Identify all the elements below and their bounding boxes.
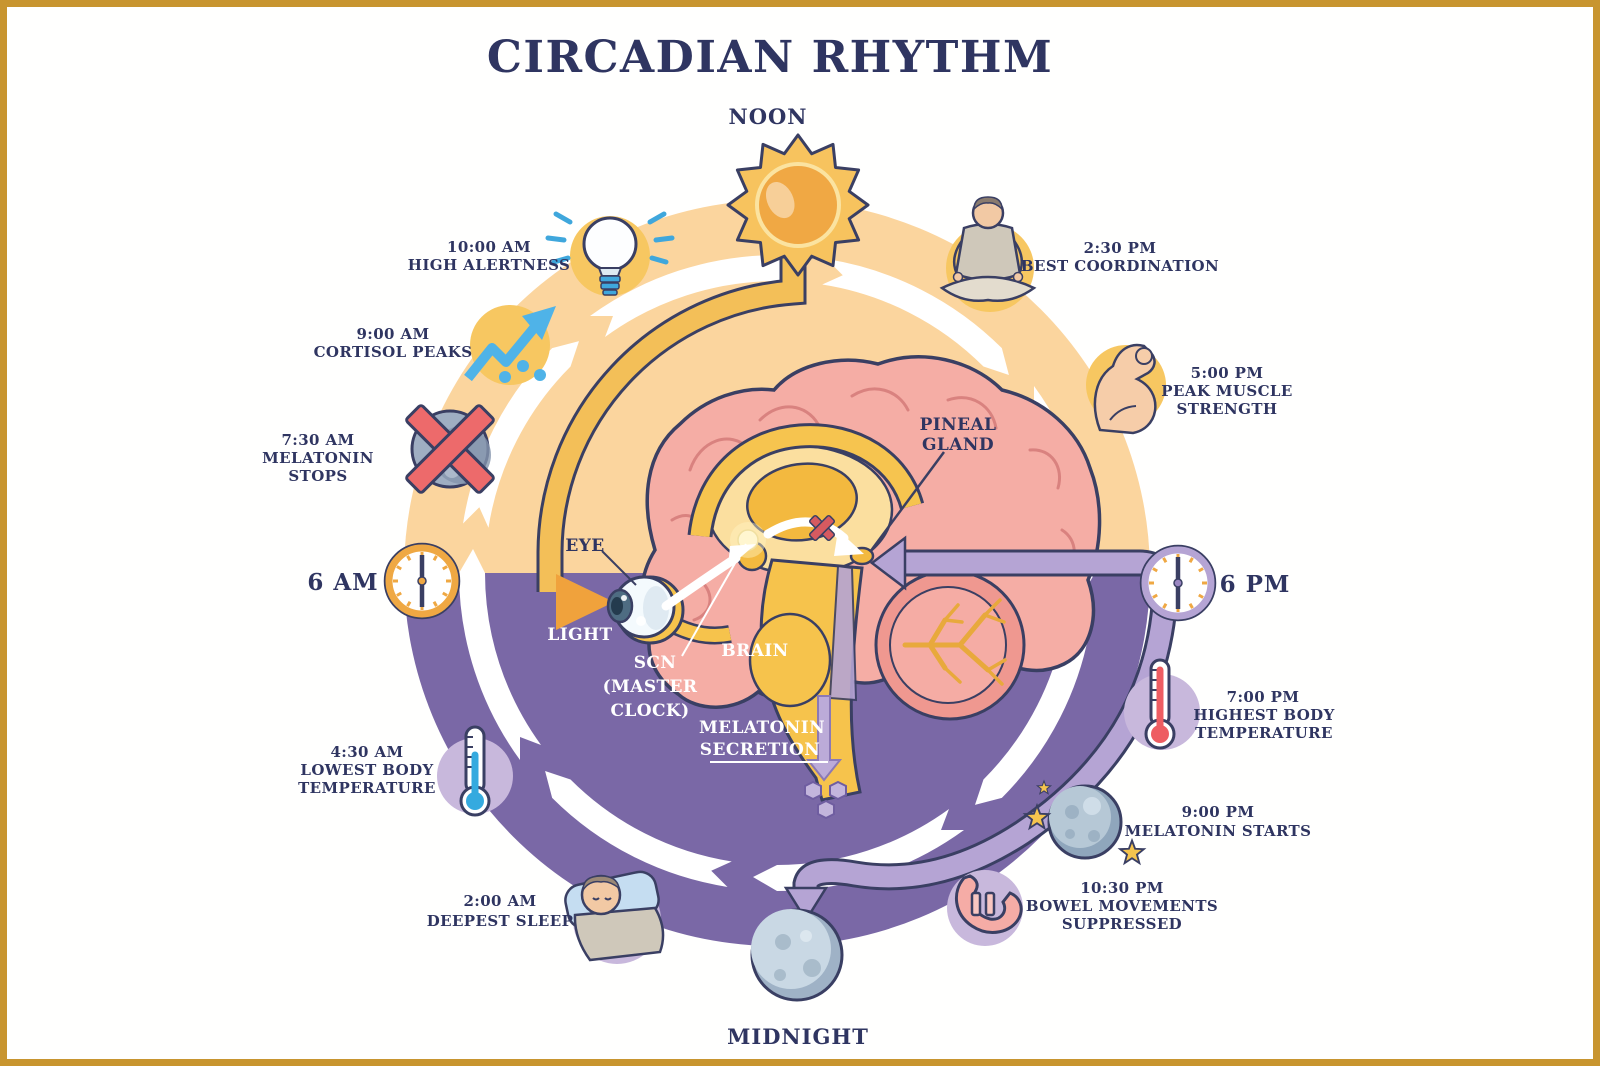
event-time: 4:30 AM — [330, 743, 403, 761]
pons — [748, 612, 832, 708]
event-label: PEAK MUSCLE — [1161, 382, 1292, 400]
brain-label: BRAIN — [721, 641, 788, 661]
event-time: 2:00 AM — [463, 892, 536, 910]
event-time: 9:00 AM — [356, 325, 429, 343]
scn-label-line2: (MASTER — [603, 677, 698, 697]
crossed-moon-icon — [405, 404, 495, 494]
event-time: 9:00 PM — [1182, 803, 1255, 821]
event-label: BOWEL MOVEMENTS — [1026, 897, 1218, 915]
event-label: CORTISOL PEAKS — [314, 343, 473, 361]
meditating-person-icon — [939, 196, 1037, 302]
pineal-gland-label-line1: PINEAL — [920, 415, 997, 435]
corpus-callosum — [690, 426, 922, 538]
lightbulb-icon — [545, 211, 675, 296]
event-highest-body-temp: 7:00 PM HIGHEST BODY TEMPERATURE — [1124, 658, 1334, 750]
event-high-alertness: 10:00 AM HIGH ALERTNESS — [408, 211, 675, 296]
arbor-vitae — [902, 598, 1007, 686]
scn-label-line1: SCN — [634, 653, 677, 673]
stars — [1022, 779, 1147, 866]
cold-thermometer-icon — [459, 725, 491, 817]
trend-up-arrow-icon — [464, 306, 556, 383]
eye-label: EYE — [565, 536, 604, 556]
event-melatonin-starts: 9:00 PM MELATONIN STARTS — [1022, 779, 1312, 866]
event-melatonin-stops: 7:30 AM MELATONIN STOPS — [262, 404, 495, 494]
pineal-arrowhead — [869, 535, 907, 591]
midnight-label: MIDNIGHT — [727, 1024, 869, 1049]
event-label: SUPPRESSED — [1062, 915, 1182, 933]
six-am-marker: 6 AM — [307, 542, 461, 620]
event-time: 10:30 PM — [1080, 879, 1164, 897]
anatomy-labels: EYE PINEAL GLAND LIGHT SCN (MASTER CLOCK… — [547, 415, 997, 763]
event-label: DEEPEST SLEEP — [427, 912, 574, 930]
melatonin-secretion-label-line1: MELATONIN — [699, 718, 825, 738]
melatonin-molecules — [804, 780, 847, 820]
light-arrowhead — [556, 574, 614, 630]
sun-icon — [726, 133, 870, 277]
six-am-label: 6 AM — [307, 569, 378, 596]
event-time: 7:00 PM — [1227, 688, 1300, 706]
event-label: TEMPERATURE — [298, 779, 436, 797]
melatonin-secretion-label-line2: SECRETION — [700, 740, 820, 760]
event-best-coordination: 2:30 PM BEST COORDINATION — [939, 196, 1219, 312]
blocked-signal-cross — [808, 514, 836, 542]
melatonin-secretion-arrow — [805, 695, 843, 782]
page-title: CIRCADIAN RHYTHM — [487, 32, 1053, 83]
event-label: MELATONIN STARTS — [1125, 822, 1312, 840]
event-label: TEMPERATURE — [1195, 724, 1333, 742]
event-cortisol-peaks: 9:00 AM CORTISOL PEAKS — [314, 305, 556, 385]
event-label: HIGH ALERTNESS — [408, 256, 570, 274]
light-label: LIGHT — [547, 625, 612, 645]
six-pm-marker: 6 PM — [1139, 544, 1291, 622]
event-label: BEST COORDINATION — [1021, 257, 1219, 275]
eye-illustration — [606, 575, 732, 645]
circadian-rhythm-diagram: EYE PINEAL GLAND LIGHT SCN (MASTER CLOCK… — [262, 32, 1334, 1049]
light-pathway-pipe — [536, 252, 807, 630]
six-pm-label: 6 PM — [1220, 571, 1291, 598]
event-label: MELATONIN — [262, 449, 374, 467]
event-time: 10:00 AM — [447, 238, 531, 256]
full-moon-icon — [750, 908, 844, 1002]
event-peak-muscle: 5:00 PM PEAK MUSCLE STRENGTH — [1086, 343, 1292, 435]
sleeping-person-icon — [564, 870, 665, 962]
event-time: 7:30 AM — [281, 431, 354, 449]
event-time: 5:00 PM — [1191, 364, 1264, 382]
analog-clock-icon — [383, 542, 461, 620]
hot-thermometer-icon — [1144, 658, 1176, 750]
event-bowel-suppressed: 10:30 PM BOWEL MOVEMENTS SUPPRESSED — [947, 870, 1218, 946]
analog-clock-icon — [1139, 544, 1217, 622]
moon-and-stars-icon — [1022, 779, 1147, 866]
midnight-arrowhead — [783, 886, 829, 923]
event-time: 2:30 PM — [1084, 239, 1157, 257]
light-rays — [545, 211, 675, 265]
event-deepest-sleep: 2:00 AM DEEPEST SLEEP — [427, 870, 665, 964]
event-label: LOWEST BODY — [300, 761, 433, 779]
event-lowest-body-temp: 4:30 AM LOWEST BODY TEMPERATURE — [298, 725, 513, 817]
event-label: STRENGTH — [1177, 400, 1278, 418]
pineal-gland-label-line2: GLAND — [922, 435, 994, 455]
stomach-pause-icon — [955, 874, 1023, 934]
event-label: HIGHEST BODY — [1193, 706, 1334, 724]
noon-label: NOON — [729, 104, 808, 129]
flexed-biceps-icon — [1093, 343, 1157, 435]
event-label: STOPS — [288, 467, 347, 485]
cerebellum — [874, 569, 1026, 721]
scn-label-line3: CLOCK) — [610, 701, 689, 721]
